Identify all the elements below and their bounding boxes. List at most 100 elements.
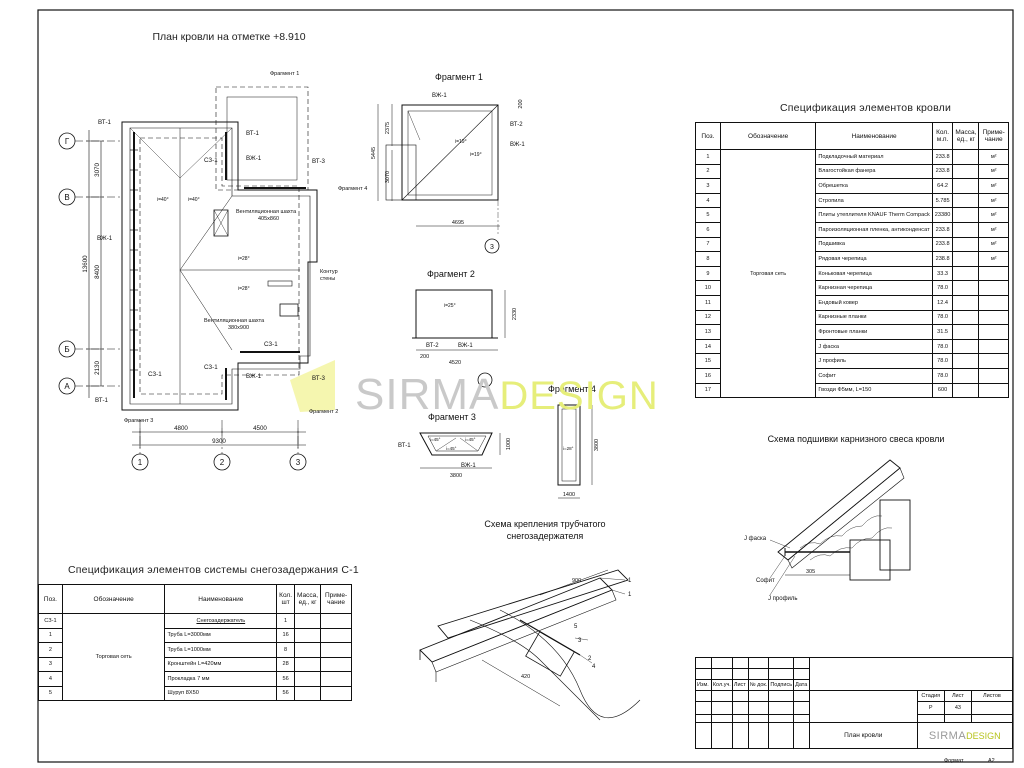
label-vzh1-left: ВЖ-1	[97, 235, 113, 242]
stamp-sheet: 43	[943, 701, 972, 715]
roof-spec-cell-pos: 4	[695, 192, 721, 209]
snow-spec-cell-note	[320, 671, 352, 687]
roof-spec-cell-mass	[952, 367, 980, 384]
roof-spec-cell-qty: 31.5	[931, 324, 954, 340]
mount-callout-1b: 1	[628, 592, 632, 598]
stamp-stage-header: Стадия	[916, 690, 945, 702]
snow-spec-header-2: Наименование	[164, 584, 278, 614]
roof-spec-cell-mass	[952, 251, 980, 267]
frag2-vzh1: ВЖ-1	[458, 343, 473, 349]
watermark: SIRMADESIGN	[355, 370, 659, 420]
frag3-vt1: ВТ-1	[398, 443, 411, 449]
snow-spec-cell-note	[320, 642, 352, 658]
roof-spec-cell-mass	[952, 192, 980, 209]
stamp-stage: Р	[916, 701, 945, 715]
roof-spec-cell-qty: 600	[931, 382, 954, 399]
snow-spec-cell-mass	[294, 642, 322, 658]
plan-title: План кровли на отметке +8.910	[152, 31, 305, 43]
snow-spec-header-4: Масса, ед., кг	[294, 584, 322, 614]
roof-spec-cell-pos: 6	[695, 221, 721, 238]
format-value: А2	[988, 758, 995, 764]
roof-spec-cell-pos: 8	[695, 251, 721, 267]
axis-row-a: А	[64, 382, 70, 391]
mount-callout-2: 2	[588, 656, 592, 662]
format-label: Формат	[944, 758, 964, 764]
roof-spec-cell-pos: 12	[695, 309, 721, 326]
axis-col-3: 3	[296, 458, 301, 467]
snow-spec-cell-pos: 1	[38, 627, 63, 643]
wall-contour-1: Контур	[320, 269, 338, 275]
frag1-axis: 3	[490, 244, 494, 251]
slope-40-right: i=40°	[188, 197, 200, 203]
snow-spec-cell-name: Снегозадержатель	[164, 613, 278, 629]
dim-13600: 13600	[82, 255, 89, 273]
roof-spec-cell-pos: 5	[695, 207, 721, 223]
frag1-pointer: Фрагмент 1	[270, 71, 299, 77]
frag4-pointer: Фрагмент 4	[338, 186, 367, 192]
title-block: Изм. Кол.уч. Лист № док. Подпись Дата Ст…	[695, 657, 1014, 749]
roof-spec-cell-name: J фаска	[815, 338, 933, 355]
roof-spec-header-5: Приме- чание	[978, 122, 1009, 150]
slope-28-lower: i=28°	[238, 286, 250, 292]
stamp-sheet-header: Лист	[943, 690, 972, 702]
snow-spec-cell-qty: 16	[276, 627, 296, 643]
label-vt3-bottom: ВТ-3	[312, 375, 326, 382]
stamp-logo-sirma: SIRMA	[928, 729, 967, 742]
roof-spec-cell-name: Карнизная черепица	[815, 280, 933, 296]
snow-spec-cell-qty: 56	[276, 671, 296, 687]
fragment3-title: Фрагмент 3	[428, 412, 476, 422]
snow-spec-cell-name: Труба L=1000мм	[164, 642, 278, 658]
frag1-slope2: i=19°	[470, 152, 482, 158]
roof-spec-cell-note	[978, 367, 1009, 384]
stamp-col-kol: Кол.уч.	[710, 679, 733, 691]
roof-spec-cell-qty: 5.785	[931, 192, 954, 209]
roof-spec-cell-name: Коньковая черепица	[815, 265, 933, 282]
roof-spec-cell-name: Подкладочный материал	[815, 149, 933, 165]
mount-title-1: Схема крепления трубчатого	[484, 519, 605, 529]
fragment-2-labels: Фрагмент 2 i=25° ВТ-2 ВЖ-1 200 4520 2330	[420, 269, 518, 366]
roof-spec-cell-name: Пароизоляционная пленка, антиконденсат	[815, 221, 933, 238]
roof-spec-cell-mass	[952, 163, 980, 180]
frag1-vt2: ВТ-2	[510, 122, 523, 128]
roof-spec-cell-pos: 3	[695, 178, 721, 194]
stamp-logo: SIRMADESIGN	[916, 722, 1014, 749]
roof-spec-cell-name: Рядовая черепица	[815, 251, 933, 267]
mount-callout-5: 5	[574, 624, 578, 630]
mount-dim-420: 420	[521, 674, 530, 680]
mount-title-2: снегозадержателя	[507, 531, 584, 541]
roof-spec-cell-pos: 14	[695, 338, 721, 355]
snow-spec-title: Спецификация элементов системы снегозаде…	[68, 564, 359, 576]
snow-spec-header-5: Приме- чание	[320, 584, 352, 614]
roof-spec-cell-pos: 13	[695, 324, 721, 340]
frag1-slope1: i=19°	[455, 139, 467, 145]
roof-spec-cell-qty: 23380	[931, 207, 954, 223]
watermark-design: DESIGN	[499, 374, 659, 418]
label-vzh1-bottom: ВЖ-1	[246, 373, 262, 380]
roof-spec-cell-note	[978, 280, 1009, 296]
roof-spec-title: Спецификация элементов кровли	[780, 102, 952, 114]
frag1-vzh1-top: ВЖ-1	[432, 93, 447, 99]
roof-spec-cell-name: Плиты утеплителя KNAUF Therm Compack	[815, 207, 933, 223]
roof-spec-cell-mass	[952, 280, 980, 296]
shaft1-label: Вентиляционная шахта	[236, 209, 297, 215]
roof-spec-cell-note	[978, 382, 1009, 399]
roof-spec-cell-mass	[952, 178, 980, 194]
label-vt1-bottom: ВТ-1	[95, 397, 109, 404]
roof-spec-cell-note	[978, 338, 1009, 355]
roof-spec-cell-note: м²	[978, 178, 1009, 194]
frag3-vzh1: ВЖ-1	[461, 463, 476, 469]
fragment2-title: Фрагмент 2	[427, 269, 475, 279]
snow-spec-cell-qty: 8	[276, 642, 296, 658]
frag4-dim-1400: 1400	[563, 492, 575, 498]
roof-spec-cell-pos: 16	[695, 367, 721, 384]
snow-spec-cell-mass	[294, 685, 322, 701]
eave-scheme	[769, 459, 911, 596]
